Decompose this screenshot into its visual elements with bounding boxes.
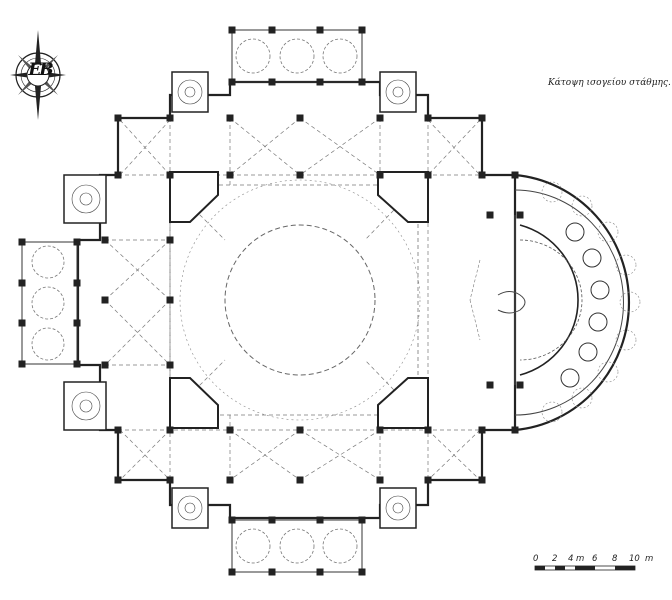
column-pier: [268, 26, 276, 34]
column-pier: [228, 568, 236, 576]
outer-walls: [76, 80, 517, 520]
column-pier: [166, 476, 174, 484]
column-pier: [166, 171, 174, 179]
column-pier: [316, 568, 324, 576]
column-pier: [424, 114, 432, 122]
column-pier: [73, 360, 81, 368]
column-pier: [376, 114, 384, 122]
scale-tick-0: 0: [533, 554, 539, 564]
column-pier: [73, 238, 81, 246]
column-pier: [376, 171, 384, 179]
column-pier: [228, 516, 236, 524]
column-pier: [228, 78, 236, 86]
column-pier: [114, 171, 122, 179]
column-pier: [101, 296, 109, 304]
scale-tick-6: 6: [592, 554, 598, 564]
column-pier: [358, 516, 366, 524]
column-pier: [268, 78, 276, 86]
scale-tick-10: 10: [629, 554, 640, 564]
column-pier: [376, 476, 384, 484]
column-pier: [114, 476, 122, 484]
column-pier: [114, 114, 122, 122]
scale-unit-m: m: [576, 554, 585, 564]
stair-steps: [71, 79, 411, 521]
column-pier: [226, 171, 234, 179]
column-pier: [296, 114, 304, 122]
column-pier: [358, 78, 366, 86]
column-pier: [166, 114, 174, 122]
column-pier: [226, 476, 234, 484]
columns: [18, 26, 524, 576]
scale-bar: [534, 565, 636, 571]
column-pier: [101, 361, 109, 369]
column-pier: [101, 236, 109, 244]
column-pier: [296, 476, 304, 484]
column-pier: [114, 426, 122, 434]
apse-niches: [560, 222, 610, 388]
column-pier: [166, 296, 174, 304]
compass-monogram: EB: [28, 60, 53, 80]
column-pier: [316, 516, 324, 524]
column-pier: [226, 426, 234, 434]
compass-rose-icon: [10, 30, 66, 120]
column-pier: [18, 360, 26, 368]
column-pier: [166, 361, 174, 369]
scale-tick-4: 4: [568, 554, 574, 564]
column-pier: [478, 476, 486, 484]
column-pier: [73, 279, 81, 287]
column-pier: [296, 171, 304, 179]
column-pier: [358, 568, 366, 576]
column-pier: [18, 279, 26, 287]
column-pier: [316, 26, 324, 34]
column-pier: [516, 211, 524, 219]
column-pier: [228, 26, 236, 34]
column-pier: [166, 236, 174, 244]
column-pier: [166, 426, 174, 434]
column-pier: [478, 114, 486, 122]
column-pier: [486, 381, 494, 389]
column-pier: [73, 319, 81, 327]
column-pier: [478, 171, 486, 179]
apse: [469, 173, 630, 432]
column-pier: [478, 426, 486, 434]
column-pier: [486, 211, 494, 219]
column-pier: [316, 78, 324, 86]
scale-tick-8: 8: [612, 554, 618, 564]
central-dome: [169, 179, 421, 421]
scale-unit-m: m: [645, 554, 654, 564]
column-pier: [268, 516, 276, 524]
column-pier: [424, 171, 432, 179]
column-pier: [376, 426, 384, 434]
column-pier: [511, 426, 519, 434]
column-pier: [511, 171, 519, 179]
scale-tick-2: 2: [552, 554, 558, 564]
dome-piers: [169, 171, 429, 429]
column-pier: [516, 381, 524, 389]
column-pier: [226, 114, 234, 122]
plan-caption: Κάτοψη ισογείου στάθμης.: [548, 78, 671, 88]
staircases: [63, 71, 417, 529]
column-pier: [424, 426, 432, 434]
column-pier: [424, 476, 432, 484]
porticos: [21, 29, 363, 573]
column-pier: [358, 26, 366, 34]
portico-vaults: [31, 38, 358, 564]
apse-ambulatory-vaults: [541, 181, 641, 423]
column-pier: [18, 319, 26, 327]
column-pier: [296, 426, 304, 434]
column-pier: [18, 238, 26, 246]
column-pier: [268, 568, 276, 576]
